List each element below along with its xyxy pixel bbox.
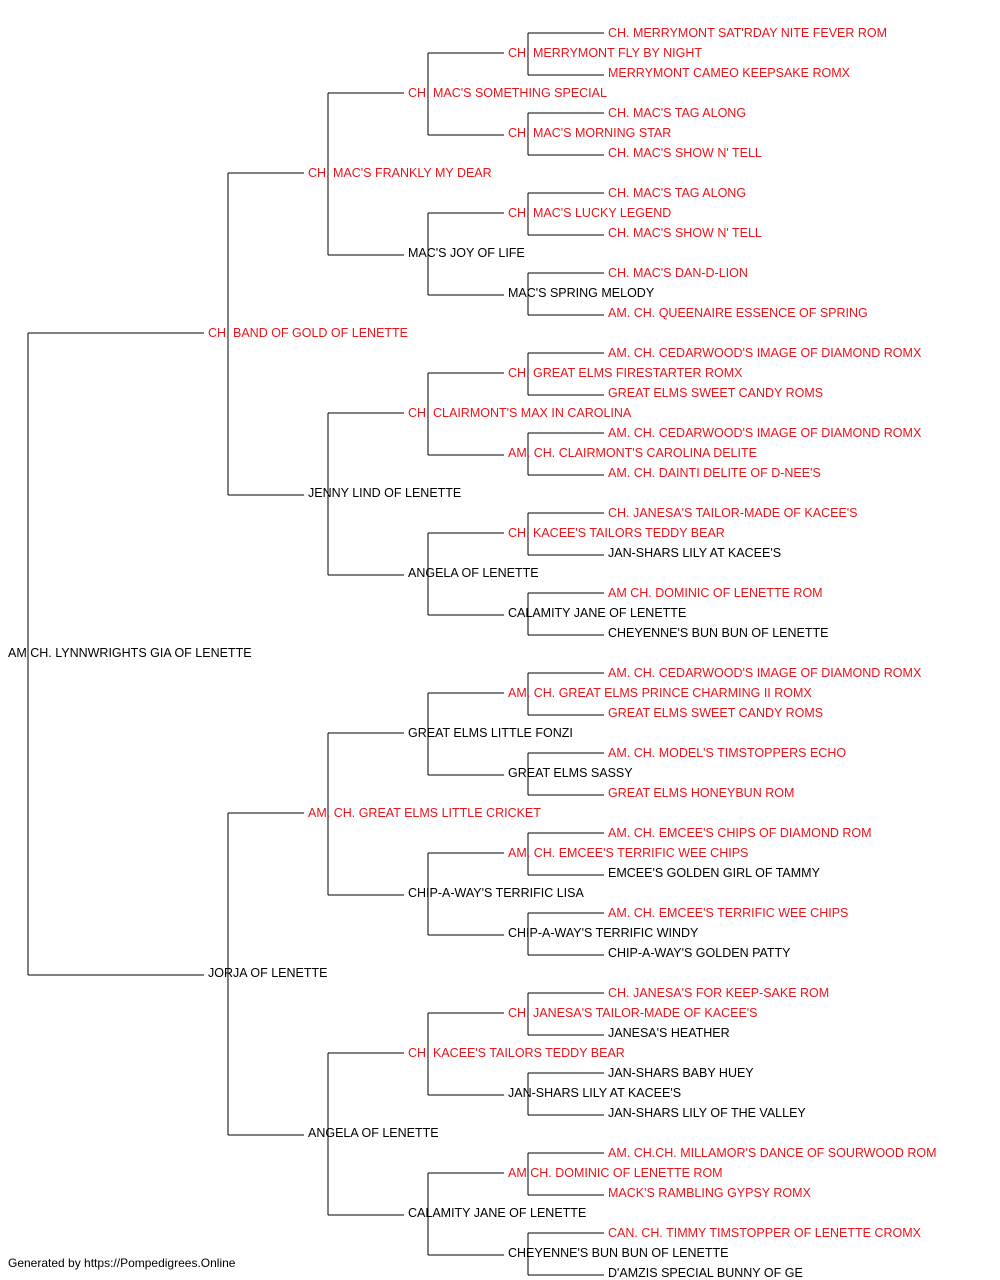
dog-name-sire-gen5: CH. JANESA'S TAILOR-MADE OF KACEE'S <box>608 506 858 520</box>
dog-name-sire-gen5: AM. CH. EMCEE'S TERRIFIC WEE CHIPS <box>608 906 848 920</box>
dog-name-sire-gen1: CH. BAND OF GOLD OF LENETTE <box>208 326 408 340</box>
dog-name-sire-gen5: JAN-SHARS BABY HUEY <box>608 1066 754 1080</box>
dog-name-dam-gen5: GREAT ELMS HONEYBUN ROM <box>608 786 794 800</box>
dog-name-dam-gen5: JAN-SHARS LILY AT KACEE'S <box>608 546 781 560</box>
dog-name-sire-gen4: AM. CH. GREAT ELMS PRINCE CHARMING II RO… <box>508 686 812 700</box>
dog-name-sire-gen5: AM. CH. CEDARWOOD'S IMAGE OF DIAMOND ROM… <box>608 346 922 360</box>
dog-name-sire-gen3: CH. KACEE'S TAILORS TEDDY BEAR <box>408 1046 625 1060</box>
dog-name-sire-gen4: CH. GREAT ELMS FIRESTARTER ROMX <box>508 366 743 380</box>
dog-name-dam-gen5: MERRYMONT CAMEO KEEPSAKE ROMX <box>608 66 851 80</box>
dog-name-sire-gen3: CH. CLAIRMONT'S MAX IN CAROLINA <box>408 406 632 420</box>
dog-name-dam-gen5: JAN-SHARS LILY OF THE VALLEY <box>608 1106 806 1120</box>
dog-name-sire-gen5: AM CH. DOMINIC OF LENETTE ROM <box>608 586 823 600</box>
dog-name-dam-gen3: ANGELA OF LENETTE <box>408 566 539 580</box>
dog-name-dam-gen3: MAC'S JOY OF LIFE <box>408 246 525 260</box>
dog-name-sire-gen3: GREAT ELMS LITTLE FONZI <box>408 726 573 740</box>
dog-name-dam-gen2: ANGELA OF LENETTE <box>308 1126 439 1140</box>
dog-name-dam-gen4: CH. MAC'S MORNING STAR <box>508 126 671 140</box>
dog-name-sire-gen4: CH. MAC'S LUCKY LEGEND <box>508 206 671 220</box>
dog-name-sire-gen5: CH. MERRYMONT SAT'RDAY NITE FEVER ROM <box>608 26 887 40</box>
generated-by-footer[interactable]: Generated by https://Pompedigrees.Online <box>8 1256 236 1270</box>
dog-name-dam-gen5: D'AMZIS SPECIAL BUNNY OF GE <box>608 1266 803 1280</box>
dog-name-dam-gen5: AM. CH. DAINTI DELITE OF D-NEE'S <box>608 466 821 480</box>
dog-name-dam-gen4: CALAMITY JANE OF LENETTE <box>508 606 686 620</box>
dog-name-sire-gen5: CH. MAC'S DAN-D-LION <box>608 266 748 280</box>
dog-name-sire-gen5: AM. CH. EMCEE'S CHIPS OF DIAMOND ROM <box>608 826 872 840</box>
dog-name-dam-gen1: JORJA OF LENETTE <box>208 966 327 980</box>
dog-name-sire-gen4: AM CH. DOMINIC OF LENETTE ROM <box>508 1166 723 1180</box>
dog-name-sire-gen5: CH. MAC'S TAG ALONG <box>608 106 746 120</box>
dog-name-dam-gen5: CHEYENNE'S BUN BUN OF LENETTE <box>608 626 828 640</box>
dog-name-dam-gen5: MACK'S RAMBLING GYPSY ROMX <box>608 1186 812 1200</box>
dog-name-dam-gen4: CHIP-A-WAY'S TERRIFIC WINDY <box>508 926 699 940</box>
dog-name-dam-gen5: GREAT ELMS SWEET CANDY ROMS <box>608 706 823 720</box>
dog-name-dam-gen4: MAC'S SPRING MELODY <box>508 286 655 300</box>
dog-name-dam-gen5: CHIP-A-WAY'S GOLDEN PATTY <box>608 946 791 960</box>
dog-name-sire-gen5: AM. CH. MODEL'S TIMSTOPPERS ECHO <box>608 746 846 760</box>
dog-name-dam-gen5: EMCEE'S GOLDEN GIRL OF TAMMY <box>608 866 821 880</box>
dog-name-sire-gen4: CH. KACEE'S TAILORS TEDDY BEAR <box>508 526 725 540</box>
dog-name-sire-gen5: AM. CH. CEDARWOOD'S IMAGE OF DIAMOND ROM… <box>608 666 922 680</box>
dog-name-dam-gen3: CHIP-A-WAY'S TERRIFIC LISA <box>408 886 584 900</box>
dog-name-dam-gen5: AM. CH. QUEENAIRE ESSENCE OF SPRING <box>608 306 868 320</box>
dog-name-sire-gen4: CH. JANESA'S TAILOR-MADE OF KACEE'S <box>508 1006 758 1020</box>
dog-name-dam-gen3: CALAMITY JANE OF LENETTE <box>408 1206 586 1220</box>
dog-name-sire-gen2: CH. MAC'S FRANKLY MY DEAR <box>308 166 492 180</box>
dog-name-dam-gen5: CH. MAC'S SHOW N' TELL <box>608 226 762 240</box>
dog-name-sire-gen2: AM. CH. GREAT ELMS LITTLE CRICKET <box>308 806 541 820</box>
dog-name-sire-gen4: AM. CH. EMCEE'S TERRIFIC WEE CHIPS <box>508 846 748 860</box>
dog-name-dam-gen4: GREAT ELMS SASSY <box>508 766 633 780</box>
dog-name-subject: AM CH. LYNNWRIGHTS GIA OF LENETTE <box>8 646 252 660</box>
dog-name-sire-gen5: CAN. CH. TIMMY TIMSTOPPER OF LENETTE CRO… <box>608 1226 922 1240</box>
dog-name-dam-gen5: CH. MAC'S SHOW N' TELL <box>608 146 762 160</box>
pedigree-names: AM CH. LYNNWRIGHTS GIA OF LENETTE CH. BAN… <box>8 26 937 1280</box>
dog-name-dam-gen5: JANESA'S HEATHER <box>608 1026 730 1040</box>
dog-name-sire-gen5: CH. JANESA'S FOR KEEP-SAKE ROM <box>608 986 829 1000</box>
dog-name-sire-gen3: CH. MAC'S SOMETHING SPECIAL <box>408 86 607 100</box>
dog-name-dam-gen4: CHEYENNE'S BUN BUN OF LENETTE <box>508 1246 728 1260</box>
dog-name-sire-gen5: CH. MAC'S TAG ALONG <box>608 186 746 200</box>
dog-name-sire-gen5: AM. CH. CEDARWOOD'S IMAGE OF DIAMOND ROM… <box>608 426 922 440</box>
dog-name-dam-gen4: JAN-SHARS LILY AT KACEE'S <box>508 1086 681 1100</box>
dog-name-sire-gen4: CH. MERRYMONT FLY BY NIGHT <box>508 46 702 60</box>
dog-name-dam-gen4: AM. CH. CLAIRMONT'S CAROLINA DELITE <box>508 446 757 460</box>
dog-name-dam-gen5: GREAT ELMS SWEET CANDY ROMS <box>608 386 823 400</box>
dog-name-sire-gen5: AM. CH.CH. MILLAMOR'S DANCE OF SOURWOOD … <box>608 1146 937 1160</box>
dog-name-dam-gen2: JENNY LIND OF LENETTE <box>308 486 461 500</box>
pedigree-connectors <box>27 32 604 1276</box>
